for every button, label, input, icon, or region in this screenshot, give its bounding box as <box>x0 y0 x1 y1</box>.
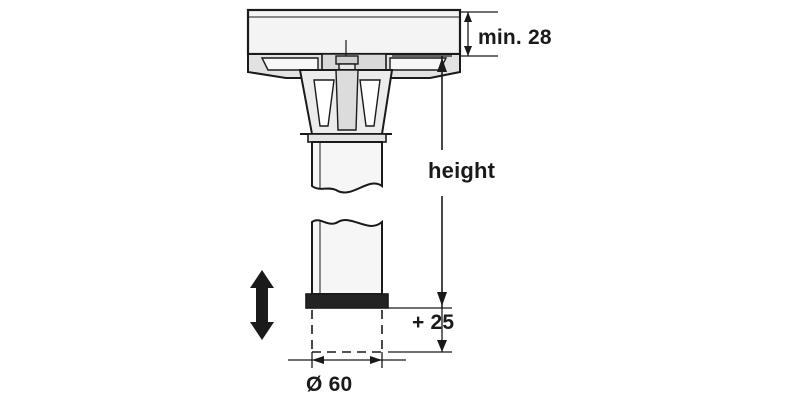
leg-housing-inner-left <box>313 79 335 127</box>
leg-tube-upper-group <box>311 141 383 194</box>
label-adjustment: + 25 <box>412 311 455 334</box>
label-diameter: Ø 60 <box>306 373 353 396</box>
leg-foot-base <box>305 293 389 309</box>
label-min-thickness: min. 28 <box>478 26 552 49</box>
dimension-plus25 <box>388 308 452 353</box>
screw-head <box>335 55 359 65</box>
leg-housing-center-sleeve <box>335 69 359 131</box>
leg-housing-collar <box>307 133 387 143</box>
leg-tube-upper <box>311 141 383 194</box>
label-height: height <box>428 158 496 183</box>
dimension-height <box>388 55 452 309</box>
top-panel-group <box>246 8 462 56</box>
leg-tube-lower <box>311 219 383 295</box>
leg-tube-lower-group <box>305 219 389 309</box>
dimension-min28 <box>460 11 498 57</box>
dimension-diameter60 <box>288 352 406 368</box>
leg-housing-group <box>298 69 394 143</box>
travel-double-arrow-icon <box>250 270 274 340</box>
leg-housing-inner-right <box>359 79 381 127</box>
base-cylinder-hidden <box>311 310 383 353</box>
mounting-plate-right-pocket <box>389 57 448 71</box>
mounting-plate-left-pocket <box>260 57 319 71</box>
